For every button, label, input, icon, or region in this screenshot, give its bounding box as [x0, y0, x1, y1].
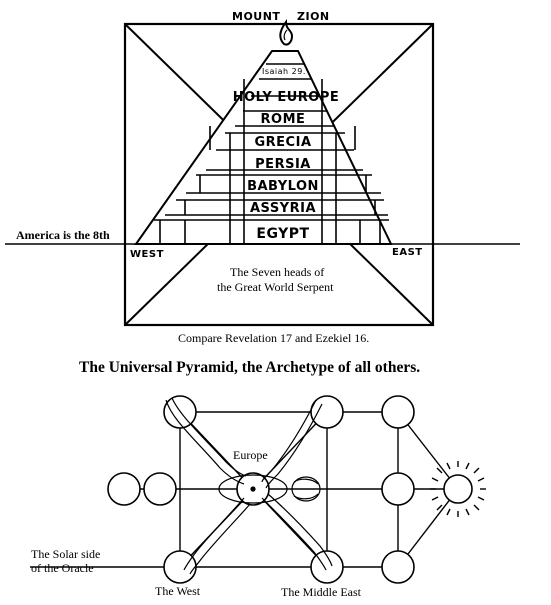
- zion-label: ZION: [297, 10, 330, 23]
- layer-grecia: GRECIA: [254, 135, 312, 150]
- compare-caption: Compare Revelation 17 and Ezekiel 16.: [178, 331, 370, 345]
- the-west-label: The West: [155, 584, 201, 598]
- layer-persia: PERSIA: [255, 157, 311, 172]
- america-caption: America is the 8th: [16, 228, 110, 242]
- layer-assyria: ASSYRIA: [249, 201, 317, 216]
- europe-label: Europe: [233, 448, 268, 462]
- layer-egypt: EGYPT: [256, 226, 310, 242]
- solar-side-label-2: of the Oracle: [31, 561, 94, 575]
- layer-rome: ROME: [260, 112, 306, 127]
- sun-icon: [443, 474, 473, 504]
- middle-east-label: The Middle East: [281, 585, 361, 599]
- layer-babylon: BABYLON: [247, 179, 319, 194]
- pyramid-bricks: [154, 63, 389, 244]
- vitruvian-figure: [165, 397, 333, 575]
- serpent-caption-1: The Seven heads of: [230, 265, 325, 279]
- east-label: EAST: [392, 247, 423, 258]
- main-title: The Universal Pyramid, the Archetype of …: [79, 359, 421, 376]
- solar-side-label-1: The Solar side: [31, 547, 101, 561]
- mount-label: MOUNT: [232, 10, 281, 23]
- layer-holy-europe: HOLY EUROPE: [232, 90, 340, 105]
- pyramid-outline: [134, 50, 393, 245]
- serpent-caption-2: the Great World Serpent: [217, 280, 334, 294]
- west-label: WEST: [130, 249, 164, 260]
- flame-icon: [279, 19, 294, 46]
- pyramid-frame: [123, 22, 435, 327]
- isaiah-label: Isaiah 29.: [262, 67, 306, 76]
